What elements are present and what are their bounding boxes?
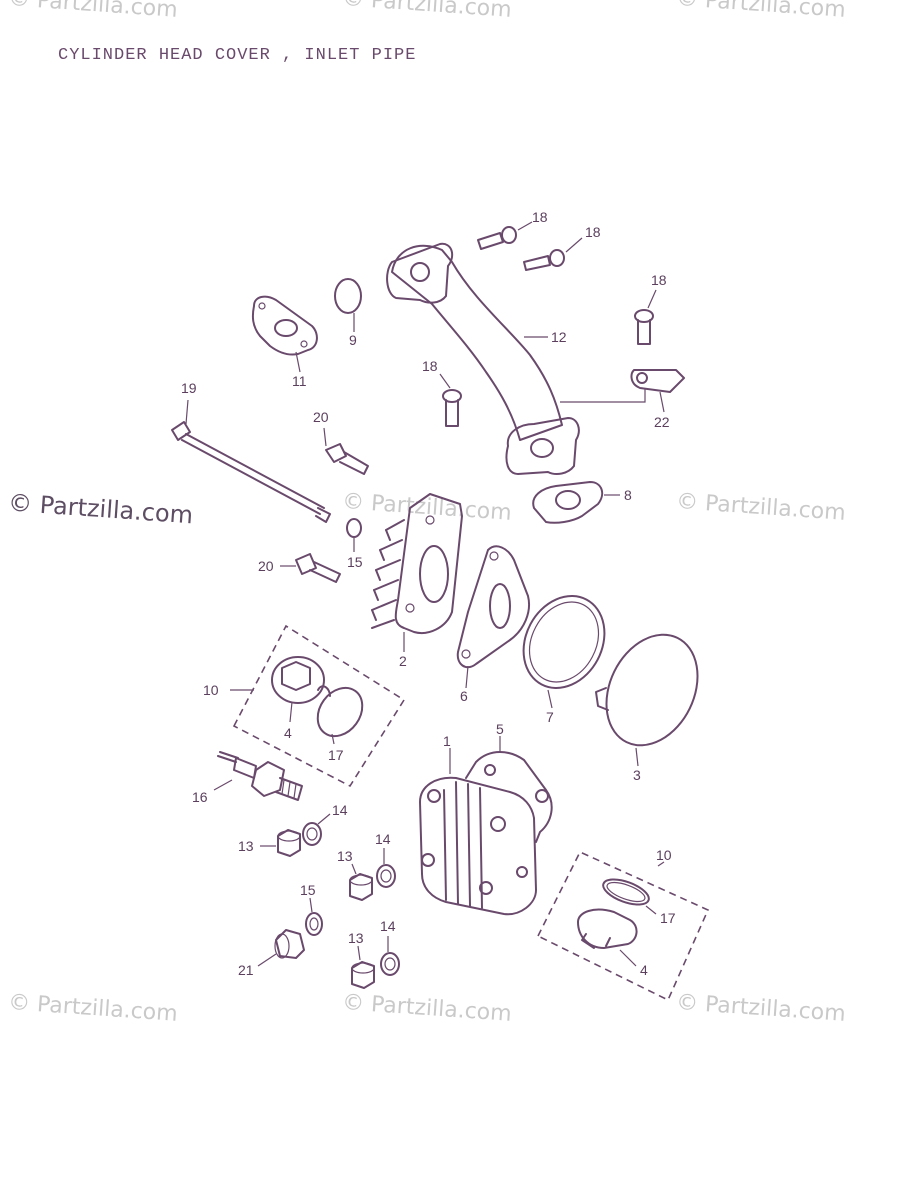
callout-14-a: 14 bbox=[332, 802, 348, 818]
diagram-title: CYLINDER HEAD COVER , INLET PIPE bbox=[58, 46, 417, 65]
bolt-part-20-b[interactable] bbox=[280, 553, 341, 583]
callout-16: 16 bbox=[192, 789, 208, 805]
callout-21: 21 bbox=[238, 962, 254, 978]
gasket-part-6[interactable] bbox=[456, 545, 530, 689]
gasket-part-11[interactable] bbox=[251, 295, 318, 373]
callout-14-b: 14 bbox=[375, 831, 391, 847]
washer-part-14-b[interactable] bbox=[376, 848, 396, 888]
bolt-part-18-a[interactable] bbox=[477, 221, 533, 250]
callout-4-left: 4 bbox=[284, 725, 292, 741]
callout-13-a: 13 bbox=[238, 838, 254, 854]
callout-6: 6 bbox=[460, 688, 468, 704]
callout-22: 22 bbox=[654, 414, 670, 430]
callout-12: 12 bbox=[551, 329, 567, 345]
cylinder-head-part-1[interactable] bbox=[419, 748, 537, 916]
callout-3: 3 bbox=[633, 767, 641, 783]
callout-20-b: 20 bbox=[258, 558, 274, 574]
o-ring-part-7[interactable] bbox=[508, 582, 620, 709]
callout-14-c: 14 bbox=[380, 918, 396, 934]
callout-18-a: 18 bbox=[532, 209, 548, 225]
washer-part-14-a[interactable] bbox=[302, 813, 331, 846]
callout-7: 7 bbox=[546, 709, 554, 725]
bracket-part-22[interactable] bbox=[630, 369, 685, 413]
washer-part-15-bottom[interactable] bbox=[305, 897, 323, 936]
nut-part-13-b[interactable] bbox=[349, 863, 373, 901]
callout-4-right: 4 bbox=[640, 962, 648, 978]
callout-2: 2 bbox=[399, 653, 407, 669]
bolt-part-18-c[interactable] bbox=[634, 289, 657, 345]
washer-part-14-c[interactable] bbox=[380, 936, 400, 976]
gasket-part-8[interactable] bbox=[532, 481, 620, 524]
callout-13-b: 13 bbox=[337, 848, 353, 864]
cap-nut-part-21[interactable] bbox=[257, 929, 305, 967]
callout-20-a: 20 bbox=[313, 409, 329, 425]
inlet-pipe-part-12[interactable] bbox=[386, 242, 646, 475]
callout-8: 8 bbox=[624, 487, 632, 503]
head-gasket-part-5[interactable] bbox=[465, 736, 553, 843]
callout-15-top: 15 bbox=[347, 554, 363, 570]
bolt-part-20-a[interactable] bbox=[323, 427, 369, 475]
callout-17-right: 17 bbox=[660, 910, 676, 926]
spark-plug-part-16[interactable] bbox=[213, 751, 303, 801]
long-stud-part-19[interactable] bbox=[171, 399, 331, 523]
callout-18-c: 18 bbox=[651, 272, 667, 288]
callout-17-left: 17 bbox=[328, 747, 344, 763]
callout-11: 11 bbox=[292, 373, 307, 389]
bolt-part-18-b[interactable] bbox=[523, 237, 583, 271]
callout-1: 1 bbox=[443, 733, 451, 749]
washer-part-15-top[interactable] bbox=[346, 518, 362, 552]
callout-9: 9 bbox=[349, 332, 357, 348]
callout-13-c: 13 bbox=[348, 930, 364, 946]
callout-19: 19 bbox=[181, 380, 197, 396]
callout-10-left: 10 bbox=[203, 682, 219, 698]
nut-part-13-a[interactable] bbox=[260, 829, 301, 857]
bolt-part-18-d[interactable] bbox=[439, 373, 462, 427]
callout-18-d: 18 bbox=[422, 358, 438, 374]
callout-5: 5 bbox=[496, 721, 504, 737]
plug-set-part-10-left[interactable] bbox=[230, 624, 406, 788]
cap-part-3[interactable] bbox=[589, 619, 715, 767]
o-ring-part-9[interactable] bbox=[334, 278, 362, 332]
finned-cover-part-2[interactable] bbox=[371, 493, 463, 652]
callout-10-right: 10 bbox=[656, 847, 672, 863]
nut-part-13-c[interactable] bbox=[351, 945, 375, 989]
plug-set-part-10-right[interactable] bbox=[536, 850, 710, 1002]
callout-15-bottom: 15 bbox=[300, 882, 316, 898]
callout-18-b: 18 bbox=[585, 224, 601, 240]
